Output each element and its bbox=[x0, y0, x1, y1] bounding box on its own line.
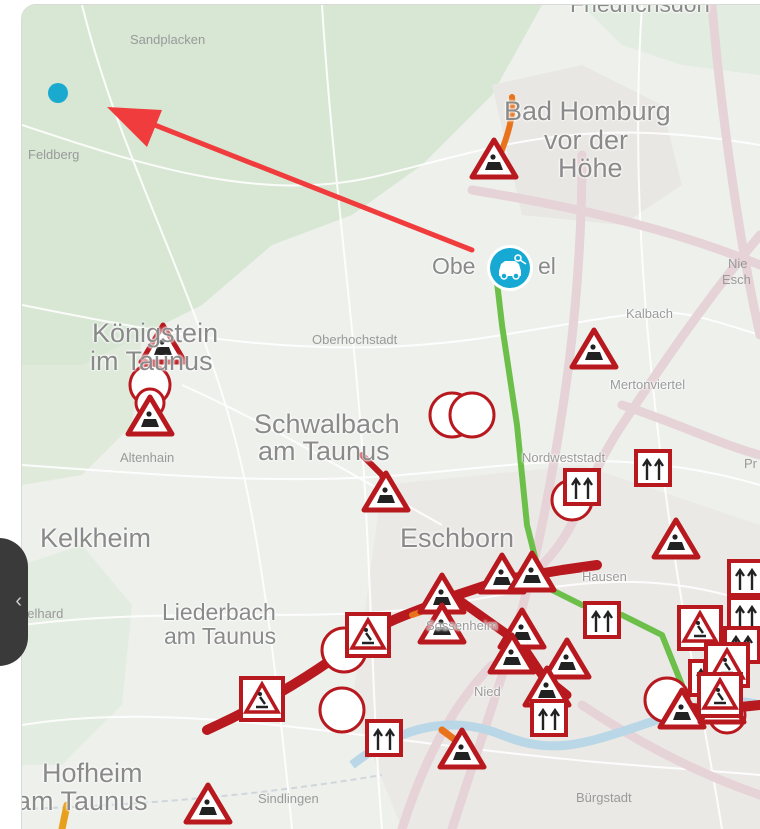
roadworks-warning-sign-icon[interactable] bbox=[345, 612, 391, 658]
place-label-sossenheim: Sossenheim bbox=[426, 618, 498, 633]
place-label-altenhain: Altenhain bbox=[120, 450, 175, 465]
chevron-left-icon: ‹ bbox=[15, 590, 22, 612]
place-label-nied: Nied bbox=[474, 684, 501, 699]
lane-info-sign-icon[interactable] bbox=[634, 449, 672, 487]
place-label-liederbach: Liederbach bbox=[162, 599, 276, 625]
traffic-jam-warning-sign-icon[interactable] bbox=[138, 322, 188, 365]
road-closure-sign-icon[interactable] bbox=[448, 391, 496, 439]
place-label-buergstadt: Bürgstadt bbox=[576, 790, 632, 805]
road-closure-sign-icon[interactable] bbox=[318, 686, 366, 734]
forest-area bbox=[22, 335, 142, 485]
place-label-schwalbach: Schwalbach bbox=[254, 409, 400, 439]
traffic-jam-warning-sign-icon[interactable] bbox=[507, 550, 557, 593]
traffic-jam-warning-sign-icon[interactable] bbox=[417, 602, 467, 645]
place-label-schwalbach-line2: am Taunus bbox=[258, 436, 390, 466]
urban-area bbox=[492, 65, 682, 225]
side-panel-toggle-button[interactable]: ‹ bbox=[0, 538, 28, 666]
place-label-hofheim-line2: am Taunus bbox=[22, 786, 148, 816]
origin-location-dot[interactable] bbox=[48, 83, 68, 103]
traffic-jam-warning-sign-icon[interactable] bbox=[487, 632, 537, 675]
place-label-sindlingen: Sindlingen bbox=[258, 791, 319, 806]
roadworks-warning-sign-icon[interactable] bbox=[677, 605, 723, 651]
place-label-kalbach: Kalbach bbox=[626, 306, 673, 321]
lane-info-sign-icon[interactable] bbox=[530, 699, 568, 737]
car-key-icon[interactable] bbox=[487, 245, 533, 291]
place-label-kelkheim: Kelkheim bbox=[40, 523, 152, 553]
place-label-friedrichsdorf: Friedrichsdorf bbox=[570, 5, 711, 16]
highways bbox=[397, 5, 760, 829]
place-label-nieder-eschbach: Nie bbox=[728, 256, 748, 271]
place-label-oberhochstadt: Oberhochstadt bbox=[312, 332, 398, 347]
place-label-liederbach-line2: am Taunus bbox=[164, 623, 277, 649]
lane-info-sign-icon[interactable] bbox=[563, 468, 601, 506]
traffic-jam-warning-sign-icon[interactable] bbox=[469, 137, 519, 180]
place-label-hofheim: Hofheim bbox=[42, 758, 143, 788]
annotation-arrow bbox=[107, 107, 475, 253]
lane-info-sign-icon[interactable] bbox=[727, 559, 760, 597]
place-label-koenigstein: Königstein bbox=[92, 318, 219, 348]
traffic-jam-warning-sign-icon[interactable] bbox=[361, 470, 411, 513]
place-label-edelhard: delhard bbox=[22, 606, 64, 621]
roadworks-warning-sign-icon[interactable] bbox=[183, 782, 233, 825]
place-label-nordweststadt: Nordweststadt bbox=[522, 450, 606, 465]
place-label-sandplacken: Sandplacken bbox=[130, 32, 206, 47]
place-label-feldberg: Feldberg bbox=[28, 147, 80, 162]
place-label-oberursel: Obe bbox=[432, 253, 476, 279]
lane-info-sign-icon[interactable] bbox=[365, 719, 403, 757]
place-label-nieder-eschbach-line2: Esch bbox=[722, 272, 751, 287]
traffic-jam-warning-sign-icon[interactable] bbox=[522, 665, 572, 708]
roadworks-warning-sign-icon[interactable] bbox=[239, 676, 285, 722]
traffic-jam-warning-sign-icon[interactable] bbox=[437, 727, 487, 770]
place-label-oberursel-end: el bbox=[538, 253, 556, 279]
roadworks-warning-sign-icon[interactable] bbox=[697, 672, 743, 718]
place-label-mertonviertel: Mertonviertel bbox=[610, 377, 686, 392]
place-label-bad-homburg-line2: vor der bbox=[544, 125, 629, 155]
lane-info-sign-icon[interactable] bbox=[583, 601, 621, 639]
traffic-segment-orange bbox=[58, 801, 71, 829]
place-label-hausen: Hausen bbox=[582, 569, 627, 584]
place-label-bad-homburg-line3: Höhe bbox=[558, 153, 623, 183]
traffic-jam-warning-sign-icon[interactable] bbox=[125, 394, 175, 437]
forest-area bbox=[22, 545, 132, 765]
traffic-jam-warning-sign-icon[interactable] bbox=[542, 637, 592, 680]
incident-markers bbox=[125, 137, 760, 825]
place-label-eschborn: Eschborn bbox=[400, 523, 515, 553]
place-label-bad-homburg: Bad Homburg bbox=[504, 96, 671, 126]
traffic-jam-warning-sign-icon[interactable] bbox=[651, 517, 701, 560]
traffic-map[interactable]: Friedrichsdorf Sandplacken Bad Homburg v… bbox=[22, 5, 760, 829]
place-label-koenigstein-line2: im Taunus bbox=[90, 346, 213, 376]
map-base-layer bbox=[22, 5, 760, 829]
traffic-jam-warning-sign-icon[interactable] bbox=[657, 687, 707, 730]
roadworks-warning-sign-icon[interactable] bbox=[569, 327, 619, 370]
place-label-praunheim: Pr bbox=[744, 456, 757, 471]
